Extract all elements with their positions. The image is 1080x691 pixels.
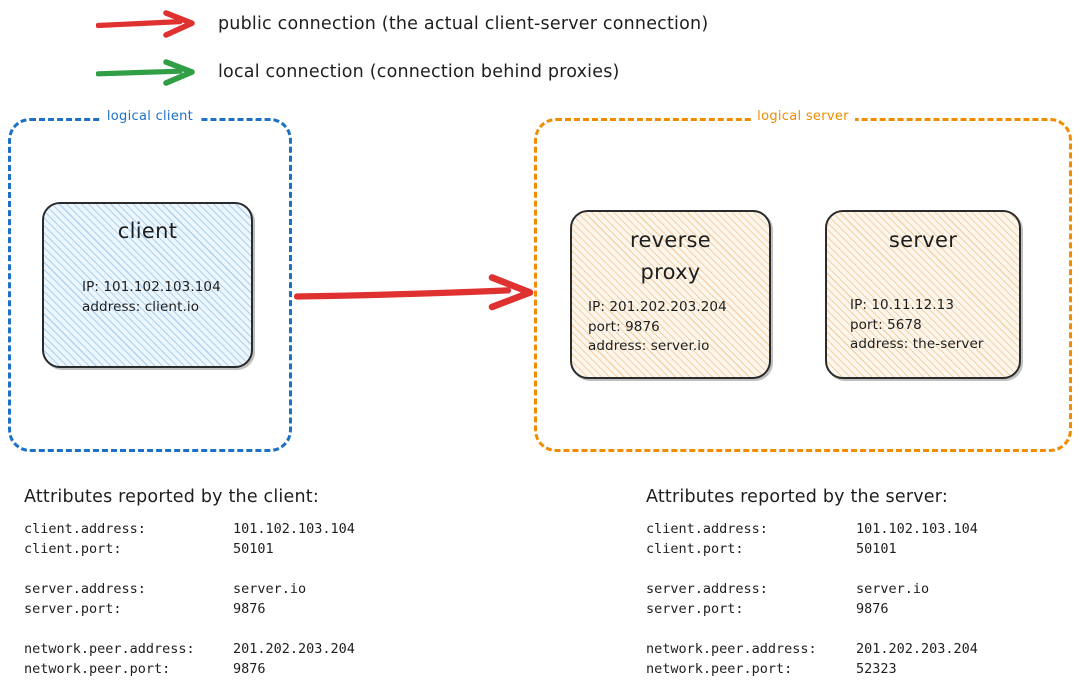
spacer-cell (856, 559, 978, 579)
spacer-cell (233, 619, 355, 639)
attr-key: network.peer.address: (24, 641, 195, 657)
public-connection-arrow (294, 274, 534, 311)
attr-key: server.port: (24, 601, 122, 617)
legend-item-public-connection: public connection (the actual client-ser… (96, 9, 708, 39)
spacer-cell (24, 619, 233, 639)
table-row: network.peer.address: 201.202.203.204 (24, 639, 355, 659)
attr-value: 52323 (856, 661, 897, 677)
legend-label-local-connection: local connection (connection behind prox… (218, 62, 620, 82)
spacer-cell (646, 619, 856, 639)
attr-key: client.port: (24, 541, 122, 557)
table-row: client.address: 101.102.103.104 (646, 519, 978, 539)
attr-key: server.address: (646, 581, 768, 597)
table-row-spacer (24, 559, 355, 579)
attr-value: 101.102.103.104 (856, 521, 978, 537)
node-reverse-proxy-title-line2: proxy (640, 260, 701, 284)
attr-key: client.address: (646, 521, 768, 537)
logical-client-container: logical client (8, 108, 292, 452)
logical-server-title: logical server (751, 108, 855, 126)
node-reverse-proxy-port: port: 9876 (588, 318, 660, 335)
proxy-hatch-pattern (572, 212, 769, 377)
legend-label-public-connection: public connection (the actual client-ser… (218, 14, 709, 34)
table-row: client.address: 101.102.103.104 (24, 519, 355, 539)
spacer-cell (233, 559, 355, 579)
node-client-address: address: client.io (82, 298, 200, 315)
attr-key: server.address: (24, 581, 146, 597)
server-attributes-heading: Attributes reported by the server: (646, 487, 948, 507)
node-client-ip: IP: 101.102.103.104 (82, 279, 221, 295)
attr-value: 50101 (856, 541, 897, 557)
table-row-spacer (646, 559, 978, 579)
table-row: client.port: 50101 (24, 539, 355, 559)
client-hatch-pattern (44, 204, 251, 366)
attr-key: network.peer.port: (646, 661, 793, 677)
attr-value: server.io (856, 581, 930, 597)
client-attributes-heading: Attributes reported by the client: (24, 487, 319, 507)
attr-key: network.peer.address: (646, 641, 817, 657)
table-row: server.address: server.io (24, 579, 355, 599)
node-server[interactable]: server IP: 10.11.12.13 port: 5678 addres… (825, 210, 1021, 379)
table-row: network.peer.port: 52323 (646, 659, 978, 679)
spacer-cell (24, 559, 233, 579)
attr-key: server.port: (646, 601, 744, 617)
server-attributes-table: client.address: 101.102.103.104 client.p… (646, 519, 978, 679)
node-server-details: IP: 10.11.12.13 port: 5678 address: the-… (850, 296, 1019, 355)
green-arrow-icon (96, 59, 195, 86)
node-client-title: client (117, 219, 178, 243)
node-reverse-proxy-title-line1: reverse (629, 228, 712, 252)
client-attributes-table: client.address: 101.102.103.104 client.p… (24, 519, 355, 679)
server-hatch-pattern (827, 212, 1019, 377)
attr-key: client.port: (646, 541, 744, 557)
legend-item-local-connection: local connection (connection behind prox… (96, 57, 620, 87)
node-reverse-proxy-address: address: server.io (588, 338, 710, 354)
attr-value: server.io (233, 581, 307, 597)
node-reverse-proxy[interactable]: reverse proxy IP: 201.202.203.204 port: … (570, 210, 771, 379)
attr-value: 201.202.203.204 (233, 641, 355, 657)
client-attributes-panel: Attributes reported by the client: clien… (24, 487, 355, 679)
server-attributes-panel: Attributes reported by the server: clien… (646, 487, 978, 679)
attr-value: 9876 (233, 601, 266, 617)
node-client-details: IP: 101.102.103.104 address: client.io (82, 278, 251, 317)
node-reverse-proxy-ip: IP: 201.202.203.204 (588, 299, 727, 315)
table-row-spacer (24, 619, 355, 639)
attr-value: 9876 (233, 661, 266, 677)
table-row-spacer (646, 619, 978, 639)
table-row: server.port: 9876 (24, 599, 355, 619)
spacer-cell (856, 619, 978, 639)
node-reverse-proxy-details: IP: 201.202.203.204 port: 9876 address: … (588, 298, 769, 357)
node-client[interactable]: client IP: 101.102.103.104 address: clie… (42, 202, 253, 368)
table-row: server.port: 9876 (646, 599, 978, 619)
attr-key: client.address: (24, 521, 146, 537)
node-server-port: port: 5678 (850, 316, 922, 333)
attr-key: network.peer.port: (24, 661, 171, 677)
logical-client-title: logical client (100, 108, 200, 126)
attr-value: 101.102.103.104 (233, 521, 355, 537)
node-server-ip: IP: 10.11.12.13 (850, 297, 955, 313)
attr-value: 50101 (233, 541, 274, 557)
table-row: server.address: server.io (646, 579, 978, 599)
logical-server-container: logical server (534, 108, 1072, 452)
table-row: network.peer.port: 9876 (24, 659, 355, 679)
spacer-cell (646, 559, 856, 579)
attr-value: 9876 (856, 601, 889, 617)
table-row: network.peer.address: 201.202.203.204 (646, 639, 978, 659)
attr-value: 201.202.203.204 (856, 641, 978, 657)
table-row: client.port: 50101 (646, 539, 978, 559)
node-server-title: server (888, 228, 958, 252)
red-arrow-icon (96, 10, 195, 38)
node-server-address: address: the-server (850, 336, 984, 352)
